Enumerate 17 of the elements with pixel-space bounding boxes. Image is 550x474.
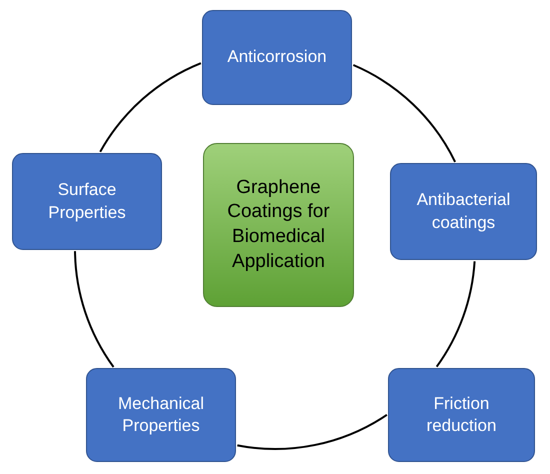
topic-label: Mechanical Properties <box>117 392 205 437</box>
cycle-arc <box>99 62 202 152</box>
cycle-arc <box>352 64 456 162</box>
topic-label: Anticorrosion <box>227 46 327 68</box>
topic-box <box>390 163 537 260</box>
topic-box <box>12 153 162 250</box>
topic-label: Friction reduction <box>426 392 498 437</box>
topic-label: Graphene Coatings for Biomedical Application <box>226 176 331 274</box>
topic-box <box>202 10 352 105</box>
topic-box <box>86 368 236 462</box>
topic-label: Surface Properties <box>47 179 127 224</box>
topic-label: Antibacterial coatings <box>416 189 512 234</box>
cycle-arc <box>436 261 476 368</box>
topic-box <box>388 368 535 462</box>
cycle-arc <box>74 251 114 368</box>
cycle-arc <box>237 414 388 450</box>
central-box <box>203 143 354 307</box>
